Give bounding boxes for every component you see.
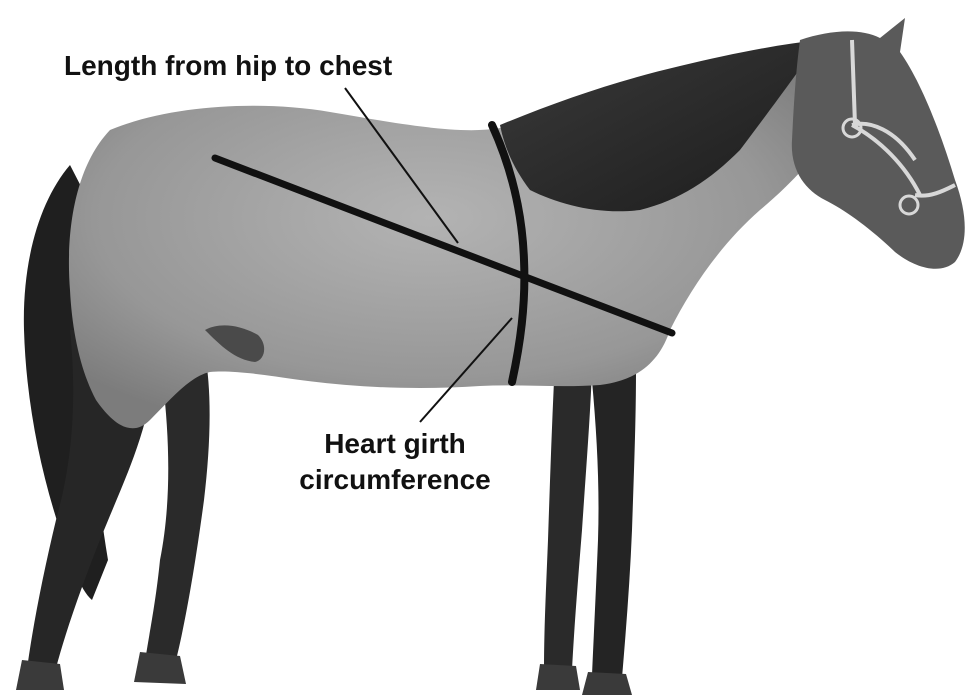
horse-hoof xyxy=(16,660,64,690)
horse-hoof xyxy=(582,672,632,695)
girth-label-line-2: circumference xyxy=(288,462,502,498)
horse-hoof xyxy=(134,652,186,684)
horse-leg-front-near xyxy=(590,360,636,678)
girth-label-line-1: Heart girth xyxy=(288,426,502,462)
girth-label: Heart girth circumference xyxy=(288,426,502,498)
horse-leg-front-far xyxy=(544,360,592,670)
horse-hoof xyxy=(536,664,580,690)
length-label: Length from hip to chest xyxy=(64,50,392,82)
